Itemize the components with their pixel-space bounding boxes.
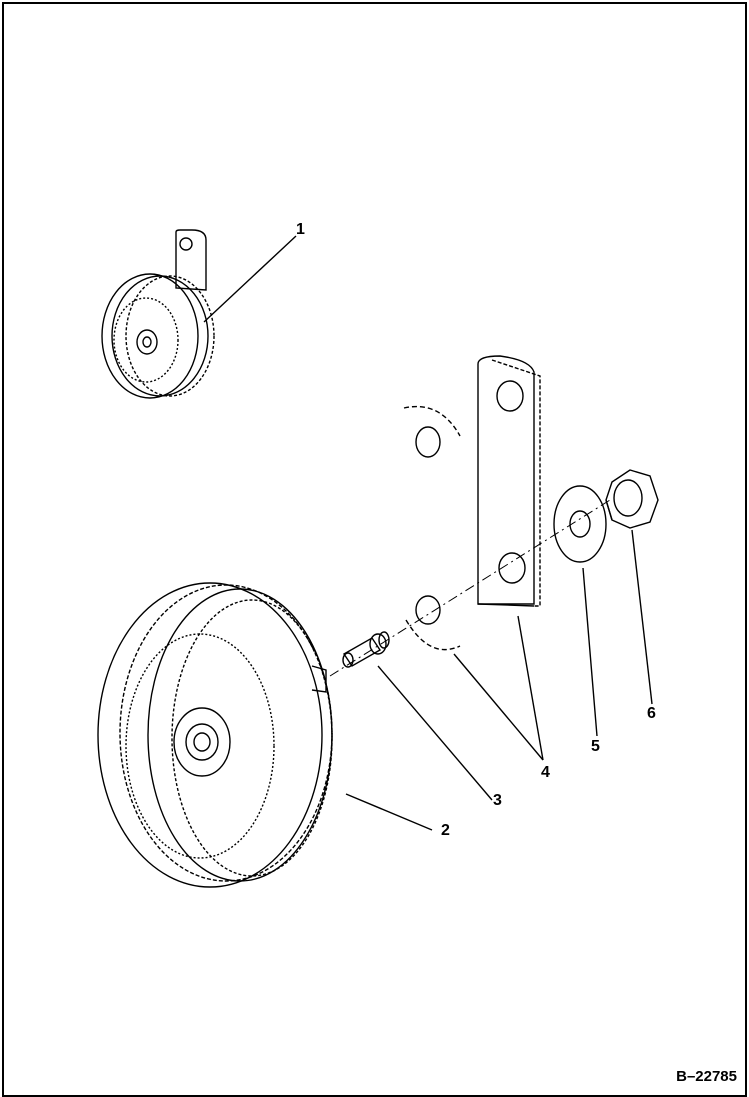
small-horn	[101, 229, 215, 399]
large-horn	[97, 582, 333, 888]
callout-2: 2	[441, 822, 450, 839]
nut	[605, 469, 659, 529]
callout-4: 4	[541, 764, 550, 781]
bracket	[403, 355, 541, 651]
leader-line-3	[377, 665, 493, 801]
washer	[553, 485, 607, 563]
figure-number: B–22785	[676, 1068, 737, 1085]
callout-3: 3	[493, 792, 502, 809]
assembly-axis	[329, 499, 611, 677]
callout-5: 5	[591, 738, 600, 755]
callout-1: 1	[296, 221, 305, 238]
leader-line-4b	[517, 615, 544, 761]
leader-line-1	[203, 235, 297, 323]
leader-line-5	[582, 567, 598, 737]
bolt	[342, 631, 390, 668]
callout-6: 6	[647, 705, 656, 722]
leader-line-4a	[453, 653, 544, 761]
leader-line-2	[345, 793, 433, 831]
leader-line-6	[631, 529, 653, 705]
